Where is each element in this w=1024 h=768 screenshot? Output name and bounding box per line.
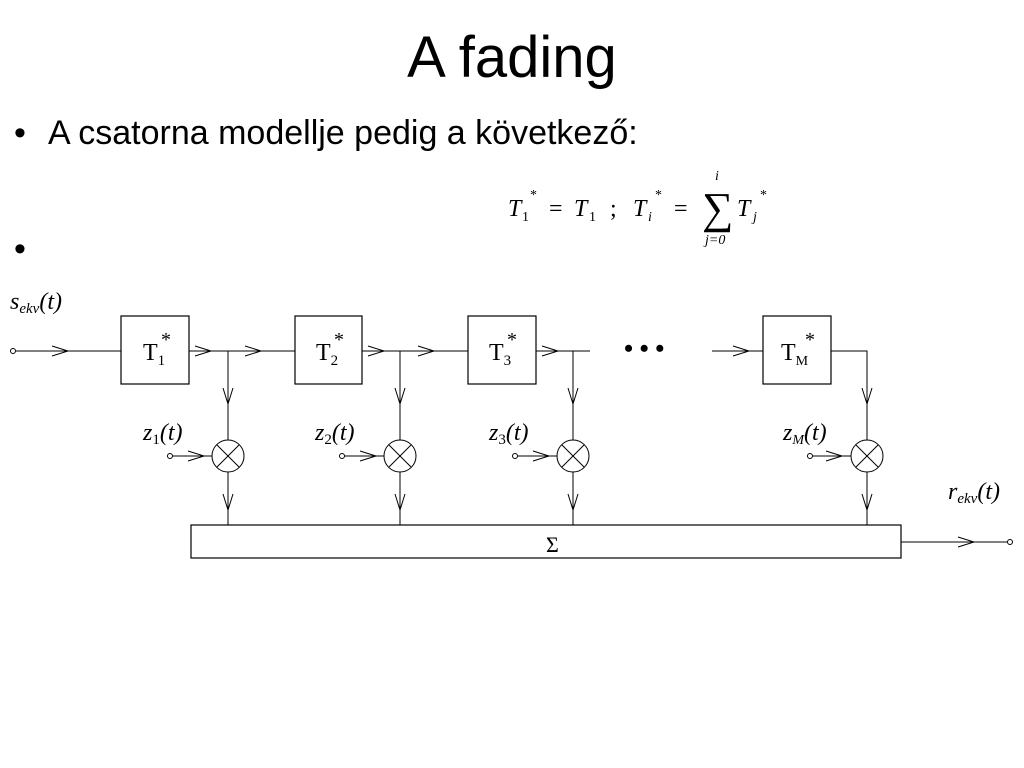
delay-block: T2 * xyxy=(294,315,363,385)
svg-text:*: * xyxy=(161,329,171,351)
arrow-icon xyxy=(244,345,263,357)
tap-weight-input: z2(t) xyxy=(314,420,384,462)
input-signal-label: sekv(t) xyxy=(10,289,62,317)
slide-title: A fading xyxy=(407,25,617,90)
svg-text:T3: T3 xyxy=(489,340,511,369)
output-signal-label: rekv(t) xyxy=(948,479,1000,507)
delay-formula: T 1 * = T 1 ; T i * = i ∑ j=0 T j * xyxy=(508,169,767,248)
formula-sub: 1 xyxy=(589,210,596,225)
delay-block: TM * xyxy=(762,315,832,385)
input-terminal xyxy=(10,348,16,354)
svg-text:Σ: Σ xyxy=(546,532,559,557)
arrow-icon xyxy=(394,493,406,512)
bullet-marker: • xyxy=(14,114,26,152)
delay-block: T3 * xyxy=(467,315,537,385)
svg-text:*: * xyxy=(805,329,815,351)
formula-star: * xyxy=(655,188,662,203)
ellipsis: • • • xyxy=(624,334,664,363)
arrow-icon xyxy=(222,493,234,512)
arrow-icon xyxy=(567,387,579,406)
bullet-marker: • xyxy=(14,230,26,268)
formula-t1-star: T xyxy=(508,196,523,222)
multiplier-icon xyxy=(211,439,245,473)
tap-weight-input: z1(t) xyxy=(142,420,212,462)
svg-text:*: * xyxy=(334,329,344,351)
formula-sub: 1 xyxy=(522,210,529,225)
bullet-text: A csatorna modellje pedig a következő: xyxy=(48,114,638,152)
arrow-icon xyxy=(417,345,436,357)
formula-sub: j xyxy=(751,210,757,225)
formula-ti-star: T xyxy=(633,196,648,222)
formula-sub: i xyxy=(648,210,652,225)
tap-branch xyxy=(861,387,873,525)
formula-tj-star: T xyxy=(737,196,752,222)
formula-sum-upper: i xyxy=(715,169,719,184)
bullet-item: • xyxy=(14,229,48,269)
multiplier-icon xyxy=(850,439,884,473)
svg-text:z1(t): z1(t) xyxy=(142,420,183,448)
bullet-item: • A csatorna modellje pedig a következő: xyxy=(14,113,638,153)
delay-block: T1 * xyxy=(120,315,190,385)
svg-text:zM(t): zM(t) xyxy=(782,420,827,448)
svg-text:T2: T2 xyxy=(316,340,338,369)
multiplier-icon xyxy=(383,439,417,473)
formula-sum-lower: j=0 xyxy=(703,233,725,248)
summer-block: Σ xyxy=(190,524,902,559)
arrow-icon xyxy=(194,345,213,357)
tap-branch xyxy=(222,351,234,525)
tap-weight-input: z3(t) xyxy=(488,420,557,462)
formula-equals: = xyxy=(674,196,688,222)
arrow-icon xyxy=(367,345,386,357)
arrow-icon xyxy=(861,387,873,406)
output-terminal xyxy=(1007,539,1013,545)
arrow-icon xyxy=(732,345,751,357)
formula-separator: ; xyxy=(610,196,617,222)
arrow-icon xyxy=(567,493,579,512)
svg-text:TM: TM xyxy=(781,340,809,369)
formula-star: * xyxy=(530,188,537,203)
svg-text:z3(t): z3(t) xyxy=(488,420,529,448)
svg-text:*: * xyxy=(507,329,517,351)
formula-equals: = xyxy=(549,196,563,222)
arrow-icon xyxy=(957,536,976,548)
formula-t1: T xyxy=(574,196,589,222)
arrow-icon xyxy=(51,345,70,357)
tap-branch xyxy=(567,351,579,525)
svg-text:z2(t): z2(t) xyxy=(314,420,355,448)
arrow-icon xyxy=(394,387,406,406)
formula-star: * xyxy=(760,188,767,203)
arrow-icon xyxy=(222,387,234,406)
multiplier-icon xyxy=(556,439,590,473)
tap-weight-input: zM(t) xyxy=(782,420,851,462)
arrow-icon xyxy=(541,345,560,357)
svg-text:T1: T1 xyxy=(143,340,165,369)
formula-sum-symbol: ∑ xyxy=(702,184,733,233)
arrow-icon xyxy=(861,493,873,512)
delay-line xyxy=(16,345,868,440)
tap-branch xyxy=(394,351,406,525)
